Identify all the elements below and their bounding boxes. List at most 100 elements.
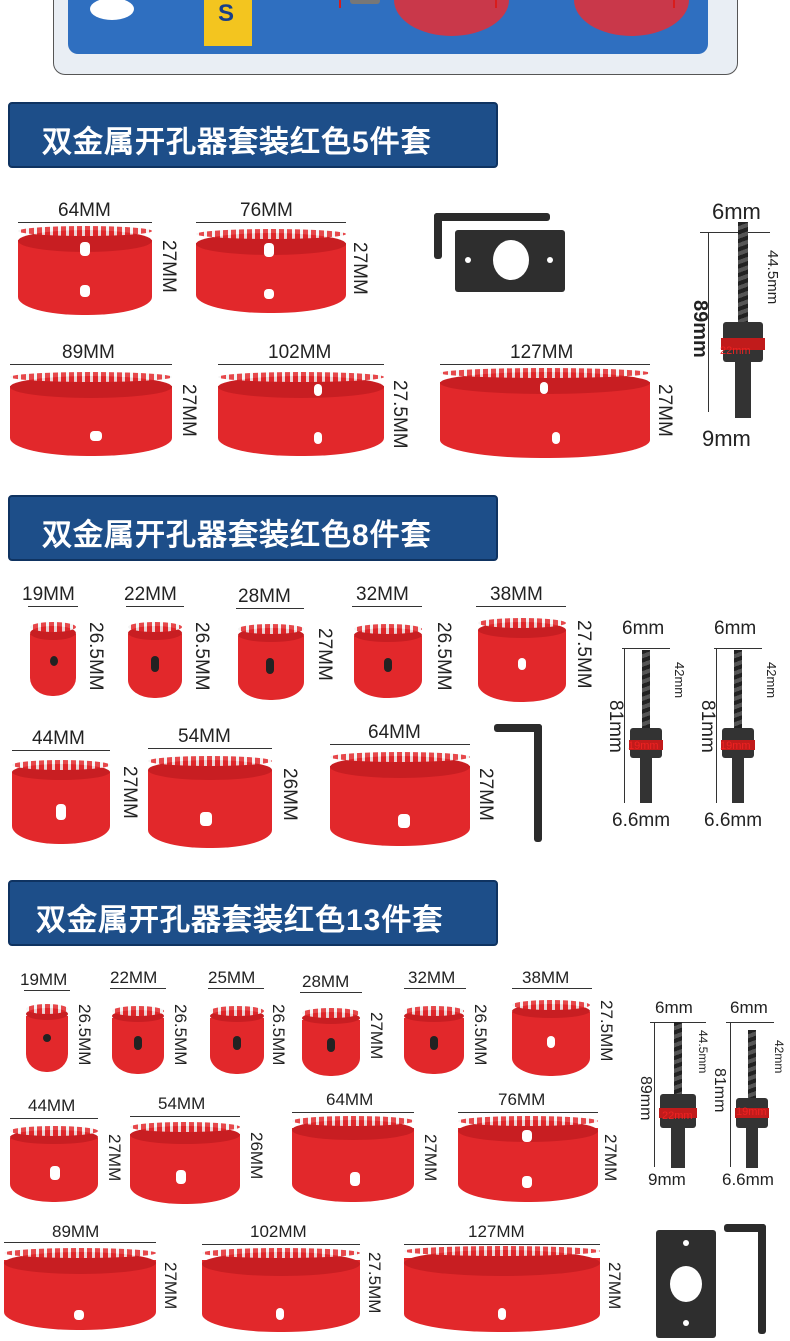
hole-saw-127 [440,368,650,458]
size-label: 44MM [32,728,85,749]
size-label: 127MM [468,1222,525,1241]
depth-label: 27MM [178,384,199,437]
arbor-ring-label: 22mm [662,1110,693,1122]
arbor-shank-label: 6.6mm [612,810,671,831]
dimension-line [716,648,717,803]
depth-label: 27.5MM [597,1000,616,1062]
dimension-line [126,606,184,607]
section-banner-8: 双金属开孔器套装红色8件套 [8,495,498,561]
depth-label: 26.5MM [85,622,106,691]
dimension-line [404,1244,600,1245]
hole-saw-64 [18,226,152,315]
size-label: 38MM [522,968,570,987]
dimension-line [10,364,172,365]
arbor-shank-label: 6.6mm [722,1170,774,1189]
pilot-plate [656,1230,716,1338]
arbor [732,1030,772,1170]
package-badge-text: S [218,0,235,27]
arbor-drill-label: 42mm [672,662,687,699]
arbor-ring-label: 19mm [720,740,751,752]
dimension-line [18,222,152,223]
size-label: 127MM [510,342,574,363]
depth-label: 27MM [654,384,675,437]
dimension-line [654,1022,655,1167]
depth-label: 26MM [279,768,300,821]
arbor-drill-label: 42mm [772,1040,786,1074]
arbor [715,222,775,422]
dimension-line [236,608,304,609]
hole-saw-28 [302,1008,360,1076]
arbor-top-label: 6mm [730,998,768,1017]
arbor-ring-label: 19mm [628,740,659,752]
arrow-icon [673,0,675,8]
depth-label: 27MM [105,1134,124,1182]
arbor-length-label: 81mm [605,700,626,753]
depth-label: 26.5MM [171,1004,190,1066]
dimension-line [196,222,346,223]
depth-label: 26.5MM [191,622,212,691]
size-label: 102MM [268,342,332,363]
hole-saw-64 [292,1116,414,1202]
arbor-shank-label: 9mm [702,426,751,451]
arbor-shank-label: 6.6mm [704,810,763,831]
hole-saw-89 [10,372,172,456]
depth-label: 27MM [161,1262,180,1310]
size-label: 32MM [408,968,456,987]
hole-saw-44 [12,760,110,844]
hole-saw-44 [10,1126,98,1202]
dimension-line [730,1022,731,1167]
arbor [656,1022,700,1170]
dimension-line [218,364,384,365]
size-label: 64MM [368,722,421,743]
dimension-line [28,606,78,607]
size-label: 64MM [58,200,111,221]
dimension-line [148,748,272,749]
dimension-line [110,988,166,989]
depth-label: 27MM [349,242,370,295]
depth-label: 27.5MM [389,380,410,449]
arbor-length-label: 89mm [689,300,711,358]
arbor-top-label: 6mm [714,618,757,639]
arrow-icon [495,0,497,8]
size-label: 25MM [208,968,256,987]
hole-saw-89 [4,1248,156,1330]
hole-saw-28 [238,624,304,700]
size-label: 76MM [498,1090,546,1109]
hex-key [434,213,442,259]
hex-key [494,724,542,732]
depth-label: 27MM [605,1262,624,1310]
depth-label: 27MM [314,628,335,681]
arbor-length-label: 81mm [711,1068,728,1113]
hole-saw-19 [30,622,76,696]
depth-label: 26.5MM [471,1004,490,1066]
section-title: 双金属开孔器套装红色5件套 [42,126,432,159]
depth-label: 27MM [421,1134,440,1182]
size-label: 76MM [240,200,293,221]
dimension-line [458,1112,598,1113]
arbor-ring-label: 19mm [736,1106,767,1118]
dimension-line [4,1242,156,1243]
hole-saw-32 [404,1006,464,1074]
hole-saw-102 [218,372,384,456]
arbor-top-label: 6mm [622,618,665,639]
depth-label: 27MM [475,768,496,821]
size-label: 44MM [28,1096,76,1115]
depth-label: 27MM [367,1012,386,1060]
dimension-line [130,1116,240,1117]
dimension-line [512,988,592,989]
arbor-top-label: 6mm [655,998,693,1017]
hole-saw-38 [512,1000,590,1076]
dimension-line [476,606,566,607]
hex-key [758,1224,766,1334]
arbor-top-label: 6mm [712,199,761,224]
dimension-line [24,990,70,991]
hex-key [534,724,542,842]
size-label: 22MM [124,584,177,605]
depth-label: 27MM [601,1134,620,1182]
dimension-line [208,988,264,989]
section-banner-5: 双金属开孔器套装红色5件套 [8,102,498,168]
hole-saw-25 [210,1006,264,1074]
dimension-line [714,648,762,649]
hole-saw-22 [128,622,182,698]
pilot-plate [455,230,565,292]
